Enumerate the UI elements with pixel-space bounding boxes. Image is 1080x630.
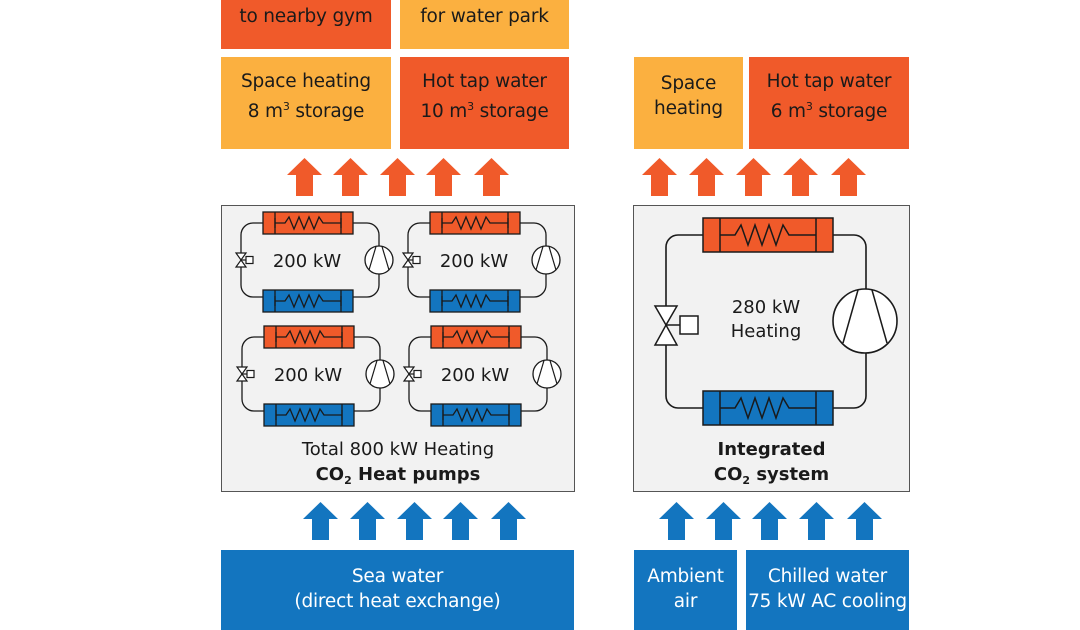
co2-prefix: CO <box>315 464 345 485</box>
output-hot-tap-water-left: Hot tap water 10 m3 storage <box>400 57 569 149</box>
heat-source-arrows-left <box>303 502 526 540</box>
condenser-icon <box>429 211 521 235</box>
source-sea-water-line1: Sea water <box>351 566 444 587</box>
condenser-icon <box>430 325 522 349</box>
storage-volume: 6 m <box>770 100 806 122</box>
arrow-up-icon <box>752 502 787 540</box>
heat-output-arrows-left <box>287 158 509 196</box>
system-label-suffix: Heat pumps <box>351 464 481 485</box>
arrow-up-icon <box>426 158 461 196</box>
output-hot-tap-water-storage: 10 m3 storage <box>420 94 548 124</box>
arrow-up-icon <box>474 158 509 196</box>
evaporator-icon <box>429 289 521 313</box>
diagram-graphics <box>235 158 898 540</box>
output-space-heating-left: Space heating 8 m3 storage <box>221 57 391 149</box>
evaporator-icon <box>263 403 355 427</box>
output-water-park-label: for water park <box>420 6 549 27</box>
heat-output-arrows-right <box>642 158 866 196</box>
arrow-up-icon <box>443 502 478 540</box>
co2-prefix: CO <box>713 464 743 485</box>
source-chilled-water-line1: Chilled water <box>767 566 888 587</box>
arrow-up-icon <box>287 158 322 196</box>
system-label-suffix: system <box>750 464 830 485</box>
integrated-capacity-label: Heating <box>730 321 802 342</box>
output-space-heating-line1: Space <box>660 73 717 94</box>
total-heating-label: Total 800 kW Heating <box>301 439 495 460</box>
storage-volume: 8 m <box>247 100 283 122</box>
condenser-icon <box>263 325 355 349</box>
output-hot-tap-water-title: Hot tap water <box>766 70 892 92</box>
integrated-capacity: 280 kW <box>731 297 801 318</box>
source-ambient-air-line1: Ambient <box>647 566 724 587</box>
storage-word: storage <box>289 100 365 122</box>
arrow-up-icon <box>303 502 338 540</box>
expansion-valve-icon <box>653 305 699 346</box>
condenser-icon <box>262 211 354 235</box>
gas-cooler-icon <box>702 217 834 253</box>
unit-1-capacity: 200 kW <box>272 251 342 272</box>
output-space-heating-right: Space heating <box>634 57 743 149</box>
storage-word: storage <box>473 100 549 122</box>
storage-unit-exponent: 3 <box>467 99 474 113</box>
evaporator-icon <box>430 403 522 427</box>
arrow-up-icon <box>799 502 834 540</box>
arrow-up-icon <box>491 502 526 540</box>
arrow-up-icon <box>659 502 694 540</box>
storage-volume: 10 m <box>420 100 468 122</box>
arrow-up-icon <box>380 158 415 196</box>
arrow-up-icon <box>706 502 741 540</box>
source-sea-water-line2: (direct heat exchange) <box>294 591 501 612</box>
storage-unit-exponent: 3 <box>805 99 813 113</box>
unit-3-capacity: 200 kW <box>273 365 343 386</box>
output-gym-label: to nearby gym <box>239 6 373 27</box>
arrow-up-icon <box>397 502 432 540</box>
evaporator-icon <box>262 289 354 313</box>
output-water-park-heating: for water park <box>400 0 569 49</box>
output-space-heating-title: Space heating <box>241 70 371 92</box>
arrow-up-icon <box>736 158 771 196</box>
co2-subscript: 2 <box>742 474 751 487</box>
evaporator-icon <box>702 390 834 426</box>
arrow-up-icon <box>350 502 385 540</box>
source-chilled-water-line2: 75 kW AC cooling <box>748 591 907 612</box>
storage-unit-exponent: 3 <box>282 99 290 113</box>
integrated-co2-circuit <box>653 217 898 426</box>
system-label-heat-pumps: CO2 Heat pumps <box>221 462 575 493</box>
heat-source-arrows-right <box>659 502 882 540</box>
system-label-integrated: Integrated <box>717 439 826 460</box>
storage-word: storage <box>812 100 888 122</box>
arrow-up-icon <box>847 502 882 540</box>
output-hot-tap-water-title: Hot tap water <box>422 70 547 92</box>
output-hot-tap-water-storage: 6 m3 storage <box>770 94 888 124</box>
arrow-up-icon <box>689 158 724 196</box>
output-space-heating-line2: heating <box>654 98 723 119</box>
output-gym-heating: to nearby gym <box>221 0 391 49</box>
unit-2-capacity: 200 kW <box>439 251 509 272</box>
unit-4-capacity: 200 kW <box>440 365 510 386</box>
arrow-up-icon <box>831 158 866 196</box>
arrow-up-icon <box>333 158 368 196</box>
output-space-heating-storage: 8 m3 storage <box>247 94 365 124</box>
arrow-up-icon <box>642 158 677 196</box>
source-ambient-air-line2: air <box>673 591 698 612</box>
compressor-icon <box>832 288 898 354</box>
co2-subscript: 2 <box>344 474 352 487</box>
output-hot-tap-water-right: Hot tap water 6 m3 storage <box>749 57 909 149</box>
arrow-up-icon <box>783 158 818 196</box>
system-label-co2-system: CO2 system <box>633 462 910 493</box>
